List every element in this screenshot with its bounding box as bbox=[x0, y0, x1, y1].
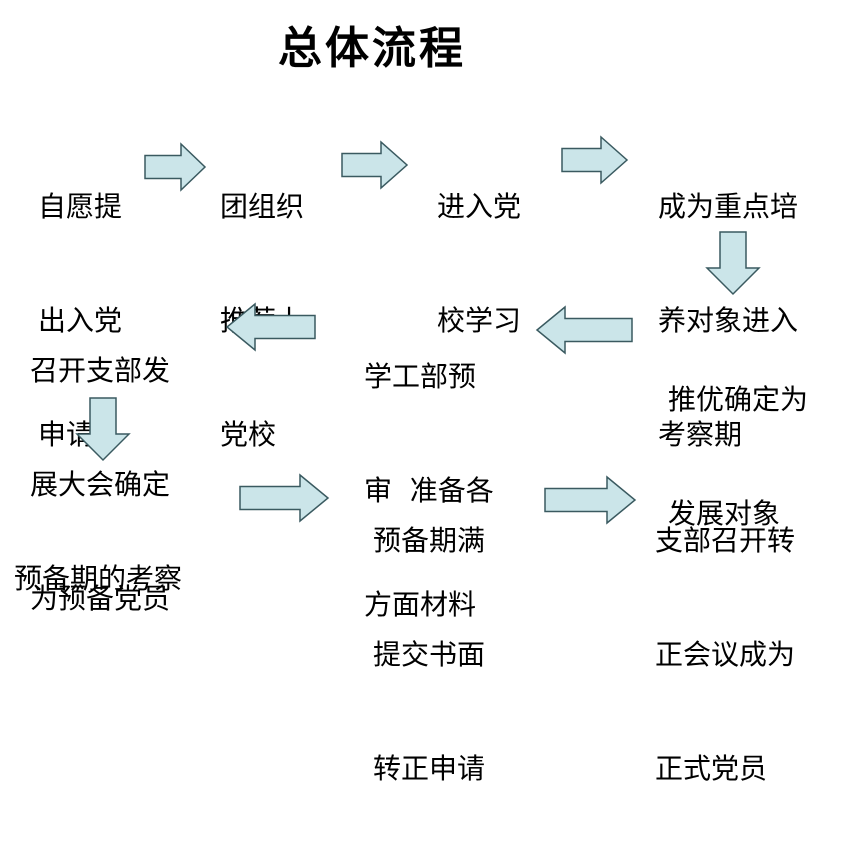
block-arrow-icon bbox=[535, 305, 633, 355]
node-line: 预备期满 bbox=[373, 524, 486, 557]
node-line: 预备期的考察 bbox=[14, 562, 183, 595]
node-line: 学工部预 bbox=[364, 360, 477, 393]
node-line: 推优确定为 bbox=[668, 383, 809, 416]
node-development-target: 推优确定为 发展对象 bbox=[668, 305, 808, 609]
node-line: 召开支部发 bbox=[30, 354, 171, 387]
node-line: 展大会确定 bbox=[30, 468, 171, 501]
diagram-title: 总体流程 bbox=[278, 23, 466, 74]
node-line: 党校 bbox=[220, 418, 277, 451]
block-arrow-icon bbox=[239, 473, 330, 523]
node-line: 提交书面 bbox=[373, 638, 486, 671]
node-line: 审 准备各 bbox=[364, 474, 494, 507]
block-arrow-icon bbox=[341, 140, 409, 190]
arrow-layer bbox=[75, 135, 761, 525]
node-line: 支部召开转 bbox=[655, 524, 796, 557]
block-arrow-icon bbox=[144, 142, 207, 192]
flow-diagram: 总体流程 自愿提 出入党 申请 团组织 推荐上 党校 进入党 校学习 成为重点培… bbox=[14, 23, 808, 785]
node-line: 养对象进入 bbox=[658, 304, 799, 337]
node-line: 出入党 bbox=[38, 304, 123, 337]
node-line: 团组织 bbox=[220, 190, 305, 223]
node-self-apply: 自愿提 出入党 申请 bbox=[38, 112, 122, 530]
block-arrow-icon bbox=[75, 397, 131, 462]
node-line: 发展对象 bbox=[668, 497, 781, 530]
block-arrow-icon bbox=[544, 475, 637, 525]
node-line: 进入党 bbox=[437, 190, 522, 223]
node-party-school: 进入党 校学习 bbox=[437, 112, 521, 416]
node-line: 校学习 bbox=[437, 304, 522, 337]
node-line: 成为重点培 bbox=[658, 190, 799, 223]
block-arrow-icon bbox=[561, 135, 629, 185]
node-line: 自愿提 bbox=[38, 190, 123, 223]
node-line: 考察期 bbox=[658, 418, 743, 451]
node-line: 正式党员 bbox=[655, 752, 768, 785]
block-arrow-icon bbox=[705, 231, 761, 296]
block-arrow-icon bbox=[225, 302, 316, 352]
node-key-training: 成为重点培 养对象进入 考察期 bbox=[658, 112, 798, 530]
node-line: 转正申请 bbox=[373, 752, 486, 785]
node-line: 正会议成为 bbox=[655, 638, 796, 671]
